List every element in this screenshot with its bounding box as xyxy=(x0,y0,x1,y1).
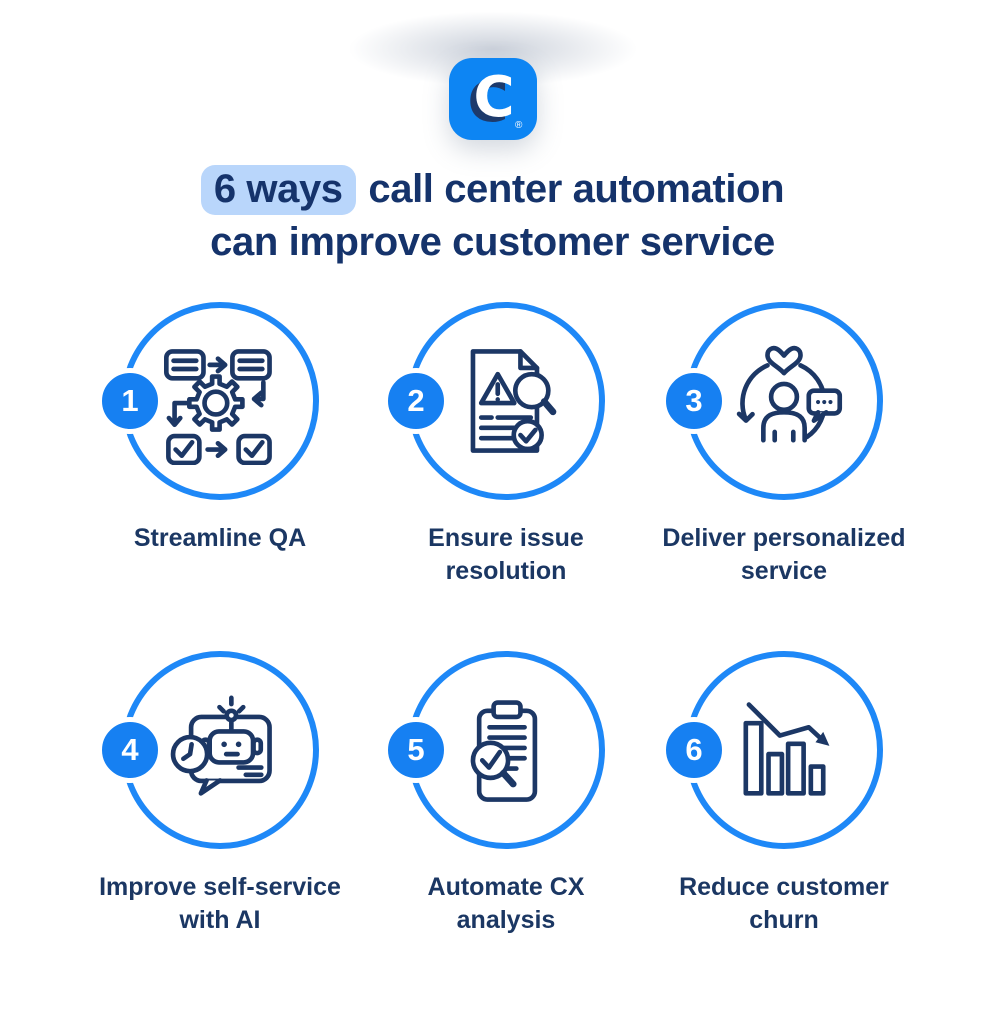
number-badge: 3 xyxy=(661,368,727,434)
number-badge: 4 xyxy=(97,717,163,783)
registered-mark: ® xyxy=(515,120,523,131)
item-circle: 2 xyxy=(383,302,605,500)
item-deliver-personalized-service: 3 Deliver personalized service xyxy=(634,302,934,588)
title-line1-rest: call center automation xyxy=(368,167,785,211)
item-circle: 3 xyxy=(661,302,883,500)
item-reduce-customer-churn: 6 Reduce customer churn xyxy=(634,651,934,937)
title-highlight: 6 ways xyxy=(200,165,356,215)
item-label: Automate CX analysis xyxy=(427,873,585,934)
ai-chatbot-icon xyxy=(170,695,272,796)
item-label: Streamline QA xyxy=(133,524,307,552)
number-badge: 5 xyxy=(383,717,449,783)
item-label: Improve self-service with AI xyxy=(99,873,341,934)
number-badge: 6 xyxy=(661,717,727,783)
item-label: Deliver personalized service xyxy=(662,524,906,585)
item-ensure-issue-resolution: 2 Ensure issue resolution xyxy=(356,302,656,588)
logo-c-icon: C C ® xyxy=(467,65,523,135)
item-improve-self-service: 4 Improve self-service with AI xyxy=(70,651,370,937)
number-badge: 2 xyxy=(383,368,449,434)
workflow-gear-icon xyxy=(164,349,272,465)
company-logo: C C ® xyxy=(448,58,537,140)
item-automate-cx-analysis: 5 Automate CX analysis xyxy=(356,651,656,937)
churn-chart-icon xyxy=(743,702,830,796)
item-label: Ensure issue resolution xyxy=(428,524,584,585)
personalized-service-icon xyxy=(736,345,843,443)
logo-letter: C xyxy=(473,65,514,130)
page-title: 6 ways call center automation can improv… xyxy=(0,163,985,269)
item-circle: 4 xyxy=(97,651,319,849)
title-line-1: 6 ways call center automation xyxy=(0,163,985,216)
item-streamline-qa: 1 Streamline QA xyxy=(70,302,370,555)
issue-resolution-icon xyxy=(470,349,557,453)
logo-letter-shadow: C xyxy=(467,70,508,135)
item-circle: 1 xyxy=(97,302,319,500)
number-badge: 1 xyxy=(97,368,163,434)
cx-analysis-icon xyxy=(470,700,538,802)
item-circle: 5 xyxy=(383,651,605,849)
title-line-2: can improve customer service xyxy=(210,220,775,264)
item-label: Reduce customer churn xyxy=(679,873,889,934)
item-circle: 6 xyxy=(661,651,883,849)
